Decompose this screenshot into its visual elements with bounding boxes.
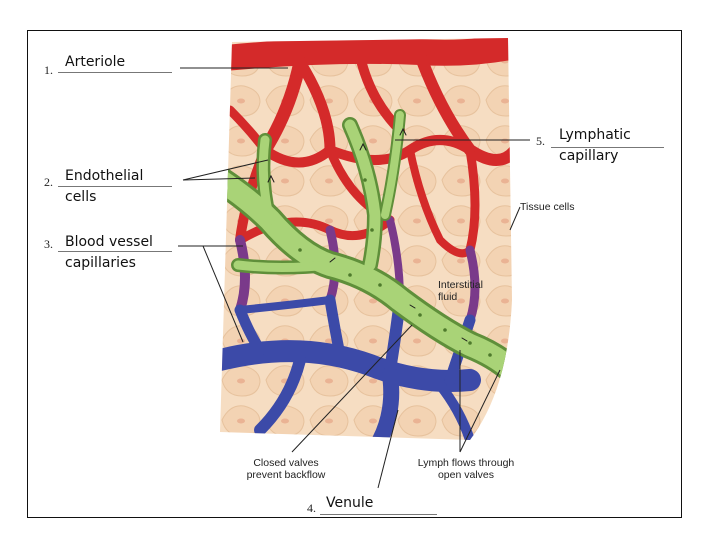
answer-line-5 (551, 147, 664, 148)
annotation-interstitial-fluid: Interstitial fluid (438, 279, 483, 303)
annotation-tissue-cells: Tissue cells (520, 201, 575, 213)
label-number-4: 4. (307, 501, 316, 515)
tissue-region (220, 38, 512, 440)
label-lymphatic-capillary: Lymphatic capillary (559, 127, 631, 164)
lymphatic-capillary-network (220, 109, 512, 384)
answer-line-2 (58, 186, 172, 187)
label-endothelial-cells: Endothelial cells (65, 168, 144, 205)
annotation-lymph-flows: Lymph flows through open valves (417, 457, 515, 481)
answer-line-4 (320, 514, 437, 515)
label-number-5: 5. (536, 134, 545, 148)
answer-line-3 (58, 251, 172, 252)
answer-line-1 (58, 72, 172, 73)
label-arteriole: Arteriole (65, 54, 126, 70)
label-number-2: 2. (44, 175, 53, 189)
annotation-closed-valves: Closed valves prevent backflow (246, 457, 326, 481)
label-number-3: 3. (44, 237, 53, 251)
leader-lines (178, 67, 530, 489)
label-number-1: 1. (44, 63, 53, 77)
label-venule: Venule (326, 495, 374, 511)
label-blood-vessel-capillaries: Blood vessel capillaries (65, 234, 153, 271)
